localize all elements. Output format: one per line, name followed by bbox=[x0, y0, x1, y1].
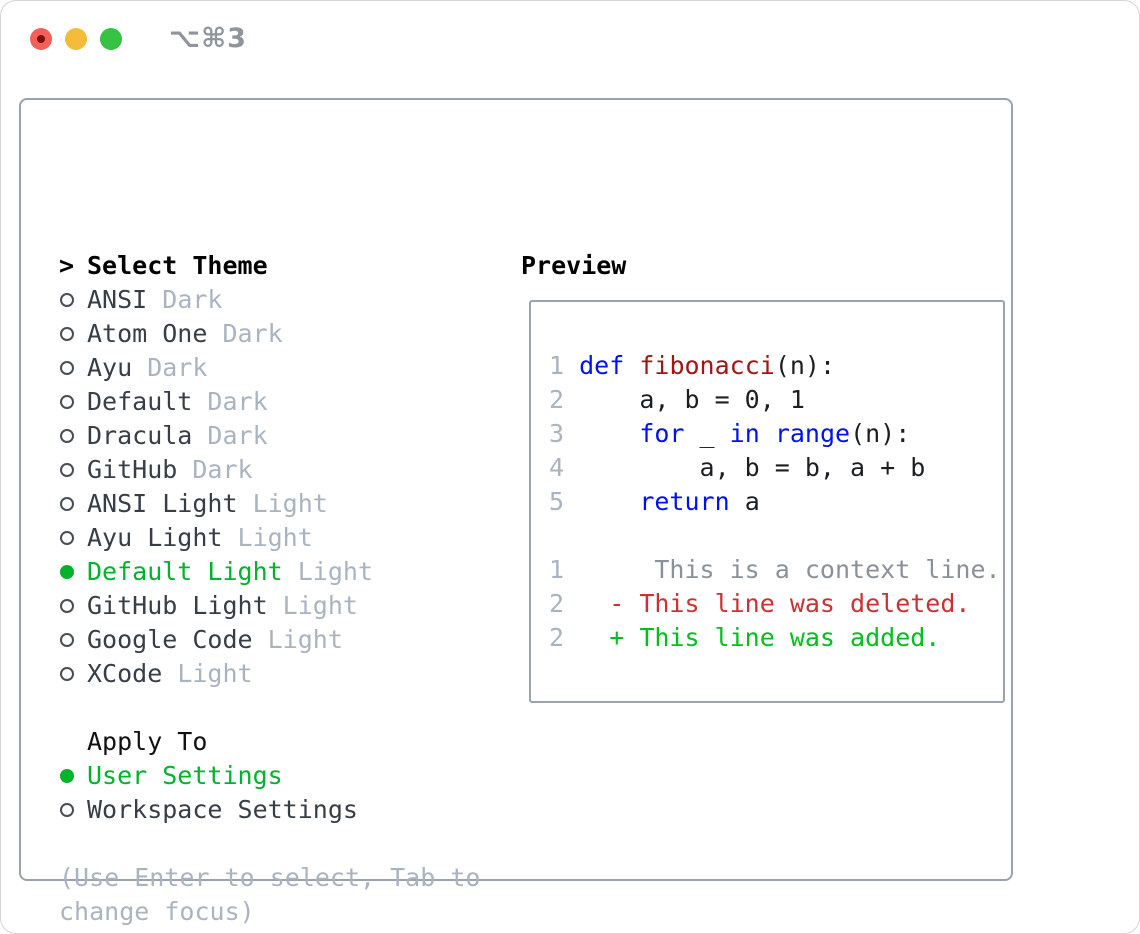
theme-option[interactable]: ANSI Dark bbox=[59, 283, 511, 317]
minimize-button[interactable] bbox=[65, 28, 87, 50]
line-number: 1 bbox=[549, 351, 565, 380]
line-number: 2 bbox=[549, 385, 565, 414]
code-line: 1 This is a context line. bbox=[549, 555, 1001, 584]
theme-option[interactable]: Default Dark bbox=[59, 385, 511, 419]
close-button[interactable] bbox=[30, 28, 52, 50]
line-number: 4 bbox=[549, 453, 565, 482]
apply-to-option[interactable]: User Settings bbox=[59, 759, 511, 793]
radio-icon bbox=[59, 531, 74, 545]
code-line: 2 + This line was added. bbox=[549, 623, 941, 652]
theme-option-label: GitHub Light Light bbox=[87, 591, 358, 620]
apply-to-option[interactable]: Workspace Settings bbox=[59, 793, 511, 827]
apply-to-option-label: Workspace Settings bbox=[87, 795, 358, 824]
section-title-select-theme: Select Theme bbox=[87, 251, 268, 280]
radio-icon bbox=[59, 293, 74, 307]
title-bar: ⌥⌘3 bbox=[1, 1, 1139, 77]
theme-option-label: GitHub Dark bbox=[87, 455, 253, 484]
radio-icon bbox=[59, 667, 74, 681]
code-preview-box: 1 def fibonacci(n): 2 a, b = 0, 1 3 for _ … bbox=[529, 300, 1005, 703]
theme-option[interactable]: Ayu Dark bbox=[59, 351, 511, 385]
theme-option[interactable]: Default Light Light bbox=[59, 555, 511, 589]
radio-icon bbox=[59, 599, 74, 613]
theme-option-label: ANSI Dark bbox=[87, 285, 223, 314]
theme-option[interactable]: Google Code Light bbox=[59, 623, 511, 657]
theme-option[interactable]: GitHub Dark bbox=[59, 453, 511, 487]
radio-icon bbox=[59, 803, 74, 817]
theme-option-label: Google Code Light bbox=[87, 625, 343, 654]
code-line: 2 a, b = 0, 1 bbox=[549, 385, 805, 414]
theme-option[interactable]: XCode Light bbox=[59, 657, 511, 691]
radio-icon bbox=[59, 395, 74, 409]
radio-icon bbox=[59, 361, 74, 375]
code-preview: 1 def fibonacci(n): 2 a, b = 0, 1 3 for _ … bbox=[549, 349, 1001, 655]
preview-title: Preview bbox=[521, 251, 627, 280]
code-line: 2 - This line was deleted. bbox=[549, 589, 971, 618]
apply-to-option-label: User Settings bbox=[87, 761, 283, 790]
code-line: 3 for _ in range(n): bbox=[549, 419, 911, 448]
theme-option[interactable]: Ayu Light Light bbox=[59, 521, 511, 555]
code-line bbox=[549, 519, 1001, 553]
theme-option-label: XCode Light bbox=[87, 659, 253, 688]
theme-option[interactable]: Atom One Dark bbox=[59, 317, 511, 351]
section-title-apply-to: Apply To bbox=[87, 727, 208, 756]
code-line: 4 a, b = b, a + b bbox=[549, 453, 926, 482]
theme-option[interactable]: GitHub Light Light bbox=[59, 589, 511, 623]
theme-option-label: Atom One Dark bbox=[87, 319, 283, 348]
theme-option[interactable]: Dracula Dark bbox=[59, 419, 511, 453]
line-number: 2 bbox=[549, 623, 565, 652]
spacer bbox=[59, 691, 511, 725]
select-theme-prompt: > Select Theme bbox=[59, 249, 511, 283]
window-title: ⌥⌘3 bbox=[169, 23, 247, 54]
line-number: 3 bbox=[549, 419, 565, 448]
radio-icon bbox=[59, 327, 74, 341]
theme-option-label: Ayu Dark bbox=[87, 353, 208, 382]
prompt-icon: > bbox=[58, 251, 75, 280]
theme-option-label: ANSI Light Light bbox=[87, 489, 328, 518]
theme-option-label: Default Dark bbox=[87, 387, 268, 416]
line-number: 5 bbox=[549, 487, 565, 516]
theme-option[interactable]: ANSI Light Light bbox=[59, 487, 511, 521]
theme-option-label: Dracula Dark bbox=[87, 421, 268, 450]
radio-selected-icon bbox=[59, 769, 74, 783]
code-line: 5 return a bbox=[549, 487, 760, 516]
line-number: 2 bbox=[549, 589, 565, 618]
radio-icon bbox=[59, 633, 74, 647]
radio-selected-icon bbox=[59, 565, 74, 579]
traffic-lights bbox=[30, 28, 122, 50]
radio-icon bbox=[59, 463, 74, 477]
radio-icon bbox=[59, 429, 74, 443]
theme-option-label: Default Light Light bbox=[87, 557, 373, 586]
theme-option-label: Ayu Light Light bbox=[87, 523, 313, 552]
zoom-button[interactable] bbox=[100, 28, 122, 50]
line-number: 1 bbox=[549, 555, 565, 584]
keyboard-hint: (Use Enter to select, Tab to change focu… bbox=[59, 863, 481, 926]
radio-icon bbox=[59, 497, 74, 511]
code-line: 1 def fibonacci(n): bbox=[549, 351, 836, 380]
spacer bbox=[59, 827, 511, 861]
